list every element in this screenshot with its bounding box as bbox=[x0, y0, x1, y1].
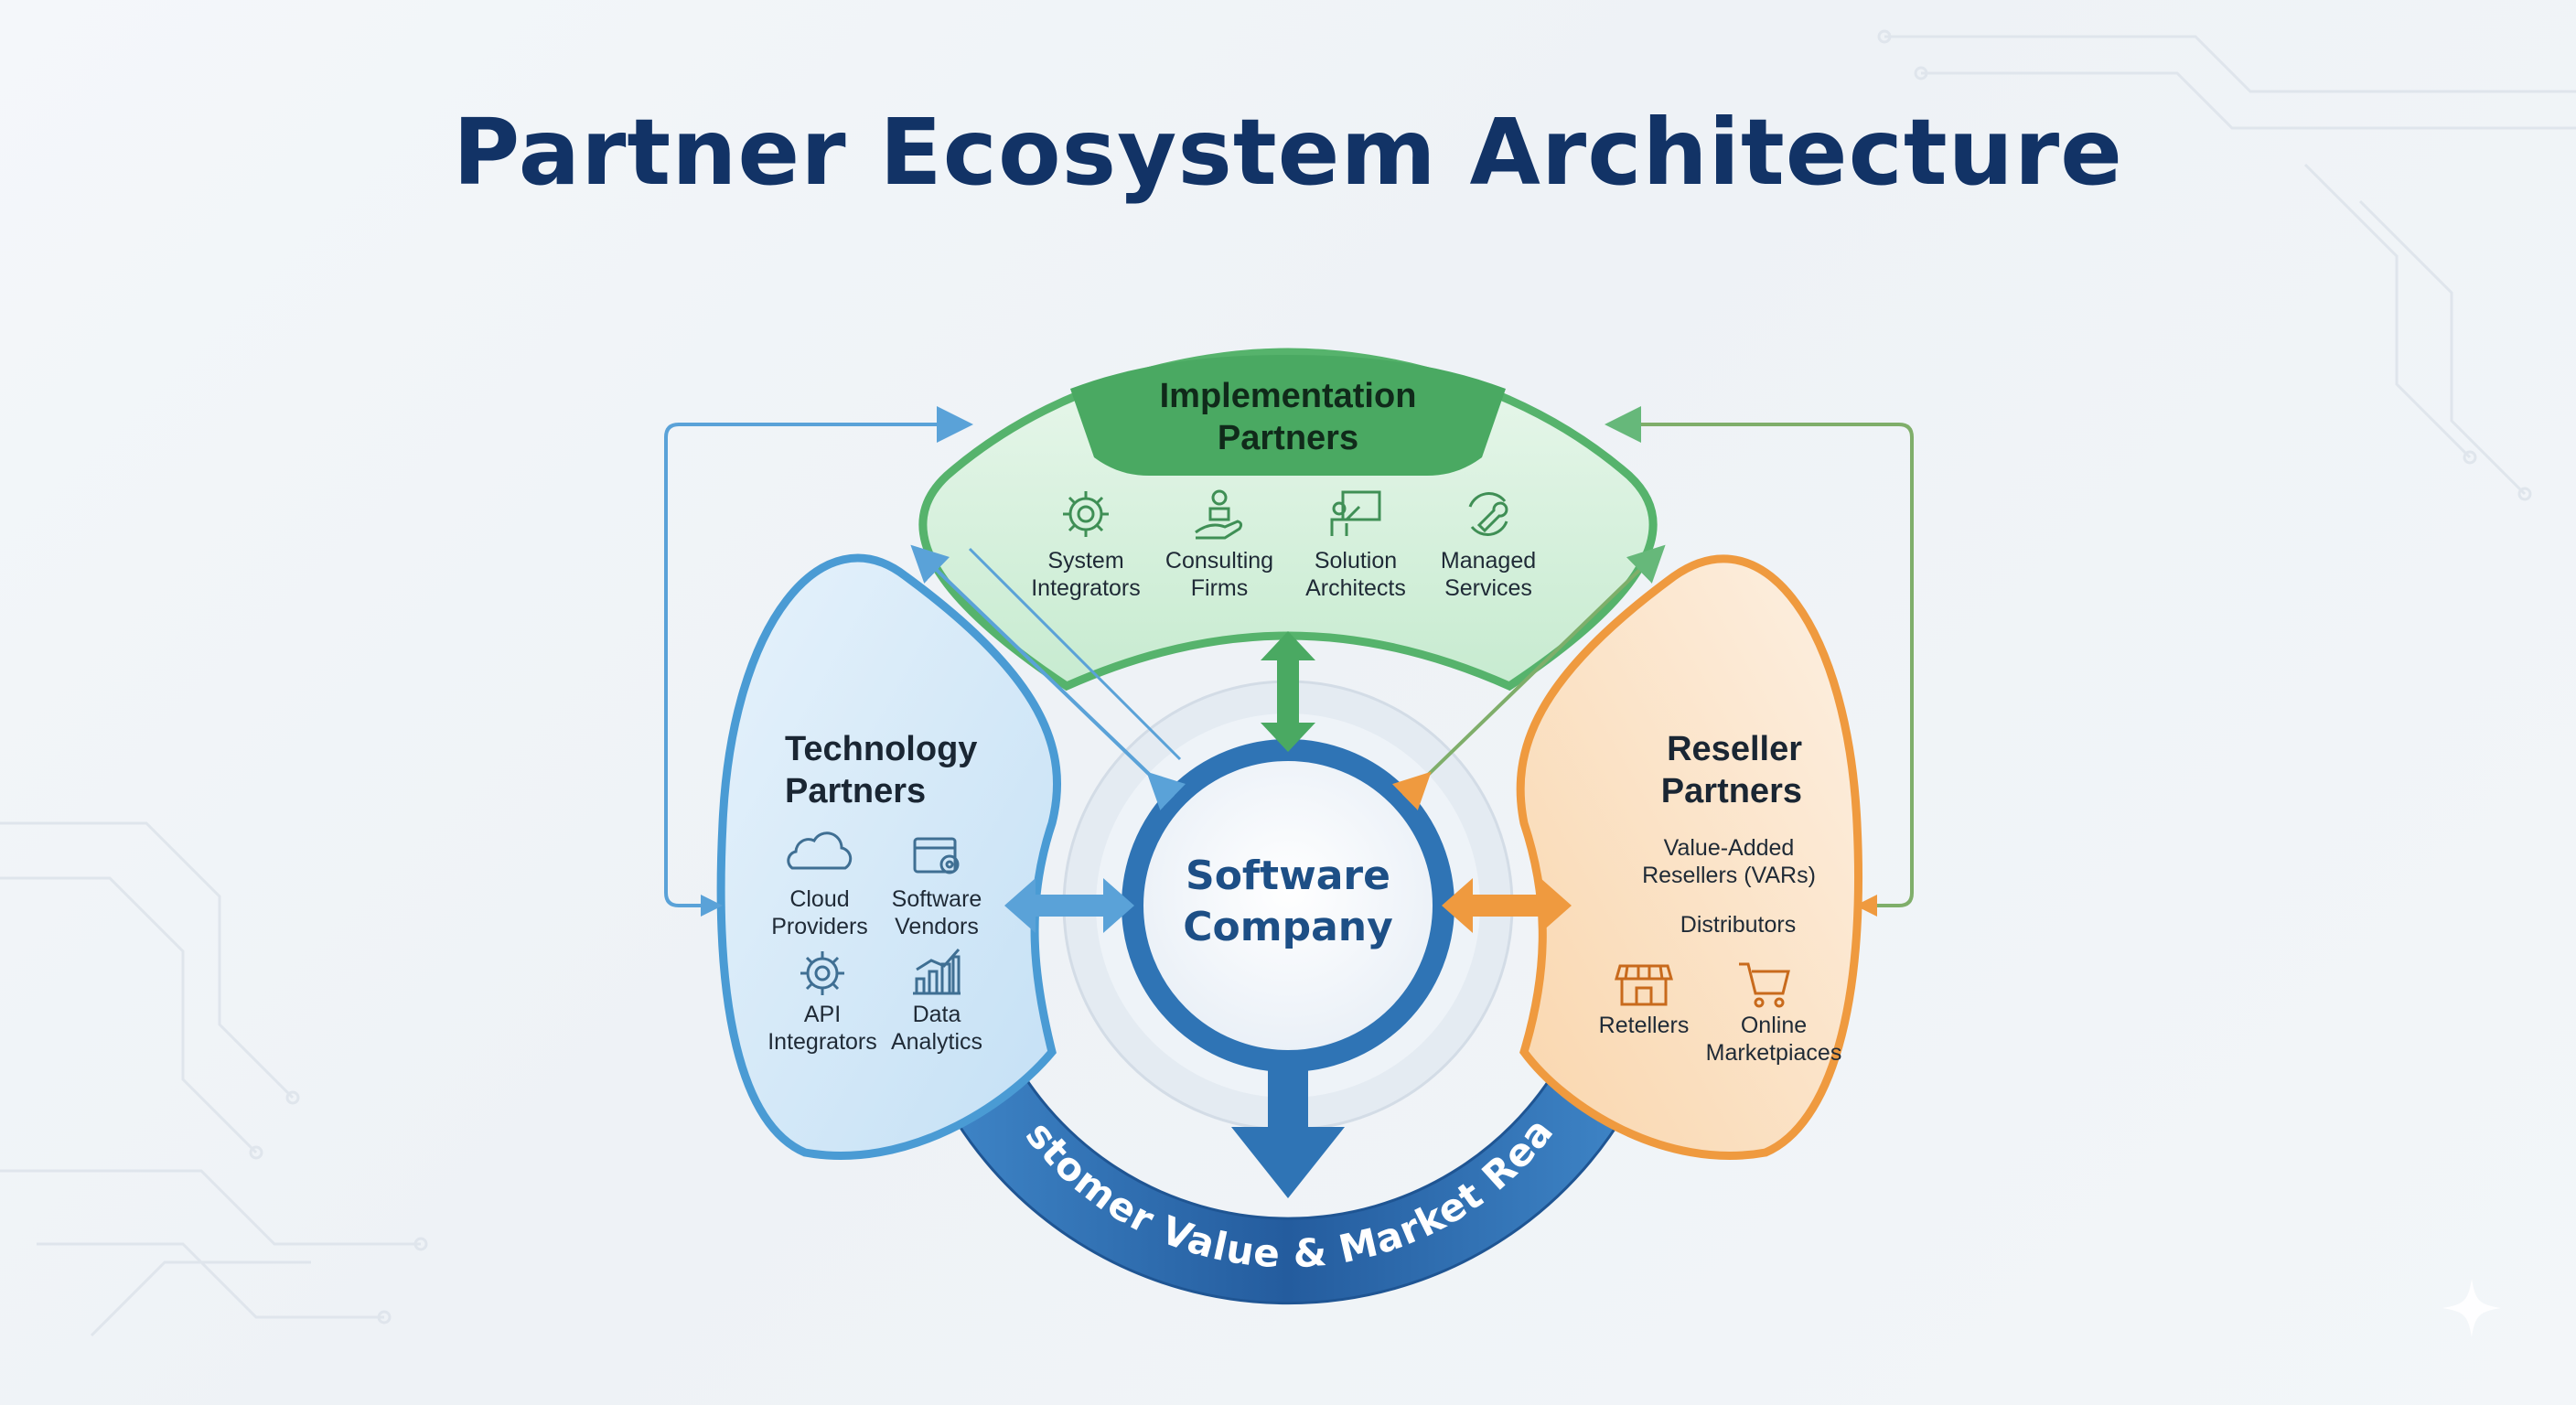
item-line2: Firms bbox=[1190, 575, 1249, 601]
item-line1: API bbox=[803, 1002, 842, 1027]
impl-center-arrow bbox=[1261, 631, 1315, 752]
technology-partners-panel bbox=[716, 553, 1061, 1160]
item-line1: Distributors bbox=[1680, 912, 1797, 938]
implementation-heading-line2: Partners bbox=[1217, 419, 1359, 457]
technology-item-data-analytics: Data Analytics bbox=[873, 1001, 1001, 1056]
item-line1: Consulting bbox=[1165, 548, 1274, 574]
implementation-item-consulting-firms: Consulting Firms bbox=[1151, 547, 1288, 602]
item-line1: System bbox=[1047, 548, 1124, 574]
gear-icon bbox=[800, 951, 844, 995]
center-label-line2: Company bbox=[1183, 904, 1393, 950]
item-line2: Providers bbox=[771, 914, 868, 939]
implementation-item-system-integrators: System Integrators bbox=[1017, 547, 1154, 602]
technology-heading-line1: Technology bbox=[785, 730, 978, 768]
handshake-icon bbox=[1195, 489, 1243, 540]
reseller-heading-line1: Reseller bbox=[1667, 730, 1802, 768]
item-line1: Solution bbox=[1314, 548, 1398, 574]
gear-icon bbox=[1063, 491, 1109, 537]
center-label: Software Company bbox=[1151, 851, 1425, 953]
wrench-cycle-icon bbox=[1468, 492, 1508, 536]
reseller-heading-line2: Partners bbox=[1660, 772, 1802, 810]
item-line2: Analytics bbox=[890, 1029, 983, 1055]
item-line1: Data bbox=[912, 1002, 961, 1027]
left-feedback-arrowhead bbox=[701, 895, 723, 917]
item-line1: Retellers bbox=[1598, 1013, 1690, 1038]
tech-center-arrow bbox=[1004, 878, 1134, 933]
item-line2: Integrators bbox=[1031, 575, 1141, 601]
browser-gear-icon bbox=[913, 837, 960, 874]
item-line2: Integrators bbox=[767, 1029, 877, 1055]
tech-impl-diagonal bbox=[910, 544, 1186, 810]
center-label-line1: Software bbox=[1186, 853, 1390, 899]
background-circuit-lines bbox=[0, 35, 2576, 1337]
implementation-item-solution-architects: Solution Architects bbox=[1287, 547, 1424, 602]
implementation-heading-line1: Implementation bbox=[1159, 377, 1417, 415]
implementation-heading: Implementation Partners bbox=[1105, 375, 1471, 459]
page-title: Partner Ecosystem Architecture bbox=[453, 99, 2123, 206]
item-line1: Managed bbox=[1440, 548, 1537, 574]
shopping-cart-icon bbox=[1739, 962, 1790, 1008]
item-line2: Architects bbox=[1305, 575, 1406, 601]
reseller-center-arrow bbox=[1442, 878, 1572, 933]
presentation-board-icon bbox=[1330, 490, 1381, 536]
reseller-item-online-marketplaces: Online Marketpiaces bbox=[1696, 1012, 1852, 1067]
item-line1: Online bbox=[1740, 1013, 1808, 1038]
cloud-icon bbox=[787, 831, 853, 870]
item-line1: Software bbox=[891, 886, 982, 912]
technology-item-cloud-providers: Cloud Providers bbox=[756, 885, 884, 940]
reseller-value-added: Value-Added Resellers (VARs) bbox=[1601, 834, 1857, 889]
background-circuit-nodes bbox=[249, 29, 2532, 1325]
technology-item-api-integrators: API Integrators bbox=[758, 1001, 886, 1056]
center-down-arrow bbox=[1231, 1059, 1345, 1198]
item-line2: Resellers (VARs) bbox=[1642, 863, 1816, 888]
right-feedback-loop bbox=[1605, 406, 1914, 907]
bar-chart-icon bbox=[913, 949, 961, 995]
right-feedback-arrowhead bbox=[1855, 895, 1877, 917]
technology-item-software-vendors: Software Vendors bbox=[873, 885, 1001, 940]
technology-heading: Technology Partners bbox=[785, 728, 1059, 812]
reseller-impl-diagonal bbox=[1391, 544, 1666, 810]
item-line2: Vendors bbox=[895, 914, 979, 939]
tech-impl-diagonal-2 bbox=[968, 547, 1182, 761]
left-feedback-loop bbox=[664, 406, 973, 907]
storefront-icon bbox=[1615, 964, 1673, 1006]
implementation-item-managed-services: Managed Services bbox=[1420, 547, 1557, 602]
reseller-distributors: Distributors bbox=[1610, 911, 1866, 938]
technology-heading-line2: Partners bbox=[785, 772, 927, 810]
reseller-heading: Reseller Partners bbox=[1528, 728, 1802, 812]
item-line1: Cloud bbox=[789, 886, 850, 912]
item-line2: Marketpiaces bbox=[1705, 1040, 1842, 1066]
item-line2: Services bbox=[1444, 575, 1532, 601]
implementation-header-tab bbox=[1070, 355, 1506, 476]
reseller-item-retellers: Retellers bbox=[1580, 1012, 1708, 1039]
sparkle-icon bbox=[2442, 1279, 2501, 1337]
item-line1: Value-Added bbox=[1663, 835, 1795, 861]
